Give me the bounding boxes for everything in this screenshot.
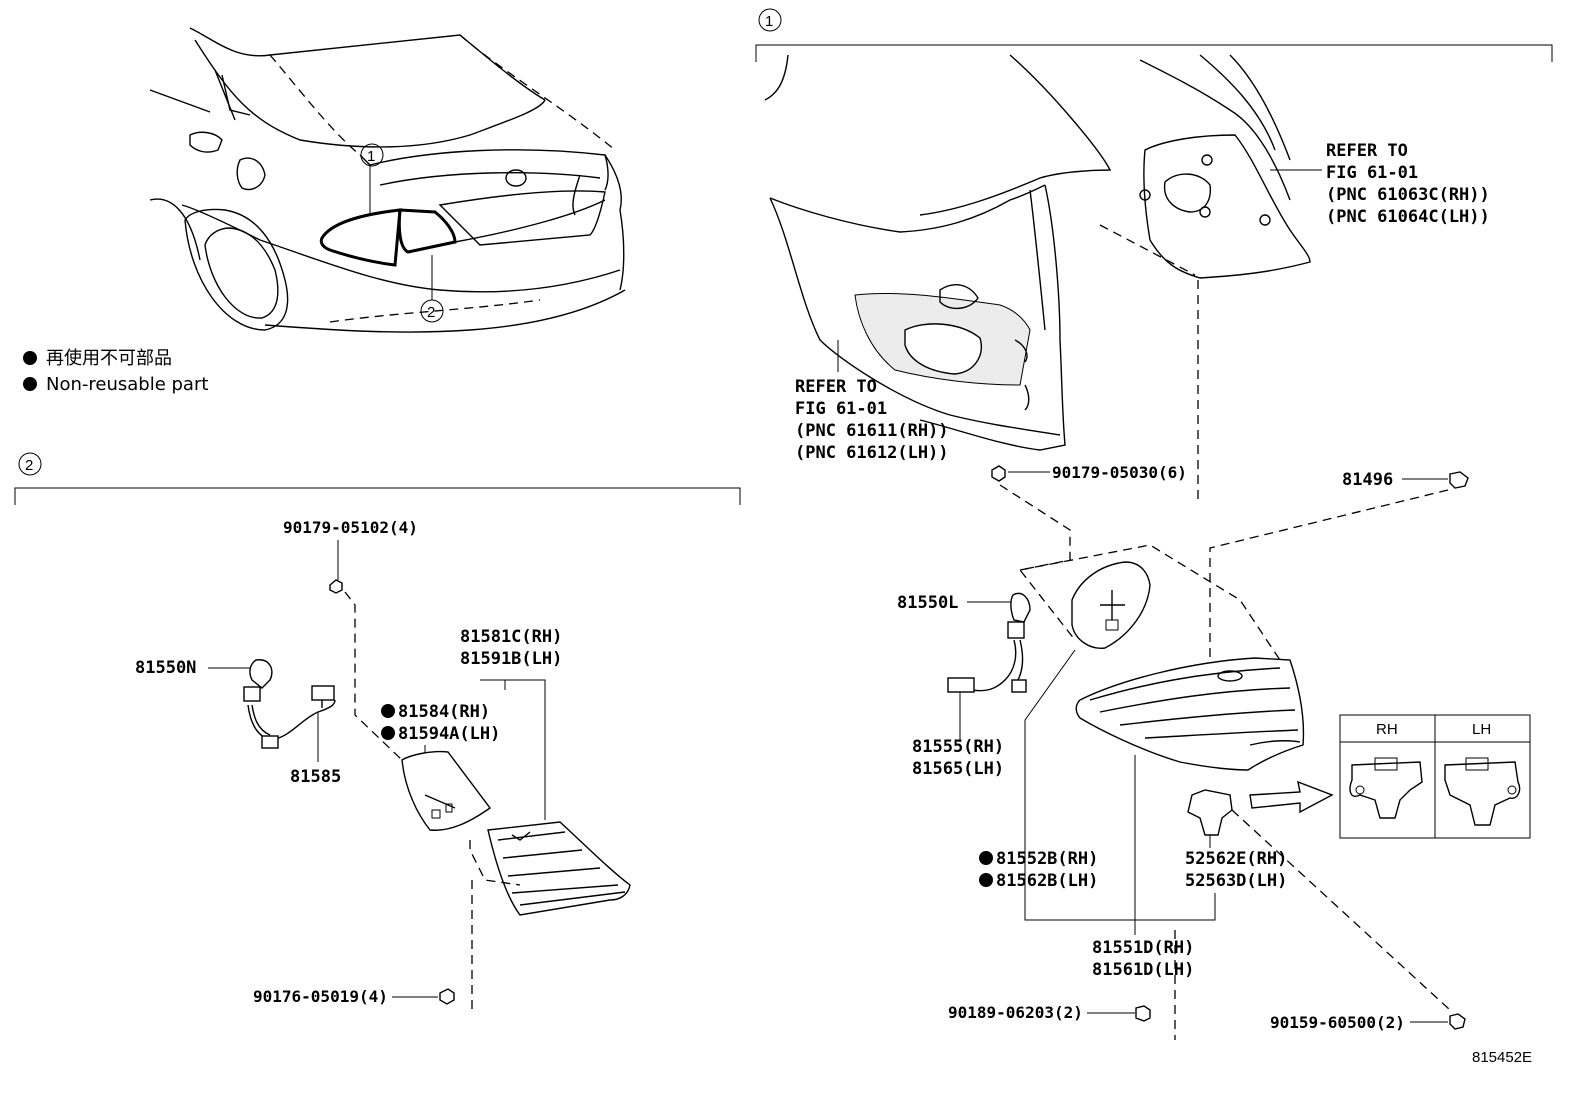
non-reusable-bullet-icon (979, 851, 993, 865)
nut-icon (329, 579, 343, 594)
refer-lower-line4: (PNC 61612(LH)) (795, 443, 949, 463)
inner-lamp-assembly (487, 821, 631, 916)
non-reusable-bullet-icon (979, 873, 993, 887)
part-81591B: 81591B(LH) (460, 649, 562, 669)
section-1-label: 1 (765, 13, 773, 30)
socket-icon (1007, 621, 1025, 639)
part-90159-60500: 90159-60500(2) (1270, 1013, 1405, 1032)
section-1-circle (758, 8, 782, 32)
section-2-circle (18, 452, 42, 476)
section-2-inner-lamp: 2 90179-05102(4) 81550N 81585 81581C(RH)… (14, 452, 741, 1015)
bolt-icon (1449, 1013, 1466, 1030)
arrow-to-detail-icon (1249, 780, 1334, 814)
part-81496: 81496 (1342, 470, 1393, 490)
refer-upper-line3: (PNC 61063C(RH)) (1326, 185, 1490, 205)
part-52562E: 52562E(RH) (1185, 849, 1287, 869)
part-90179-05102: 90179-05102(4) (283, 518, 418, 537)
outer-tail-lamp-assembly (1075, 657, 1305, 771)
part-81565: 81565(LH) (912, 759, 1004, 779)
non-reusable-bullet-icon (381, 726, 395, 740)
callout-1-label: 1 (367, 148, 375, 165)
connector-icon (311, 685, 335, 701)
inset-rh-label: RH (1376, 721, 1398, 738)
legend-english: Non-reusable part (46, 374, 208, 395)
section-2-label: 2 (25, 457, 33, 474)
refer-upper-line2: FIG 61-01 (1326, 163, 1418, 183)
connector-icon (261, 735, 279, 749)
screw-icon (439, 988, 455, 1005)
socket-icon (243, 686, 261, 702)
non-reusable-bullet-icon (381, 704, 395, 718)
figure-id: 815452E (1472, 1049, 1532, 1066)
callout-2-circle (420, 299, 444, 323)
clip-icon (1449, 471, 1469, 489)
car-rear-overview: 1 2 (149, 27, 626, 333)
refer-lower-line3: (PNC 61611(RH)) (795, 421, 949, 441)
bulb-icon (249, 659, 273, 689)
bulb-icon (1010, 592, 1031, 623)
part-81585: 81585 (290, 767, 341, 787)
part-81550L: 81550L (897, 593, 958, 613)
part-52563D: 52563D(LH) (1185, 871, 1287, 891)
inset-lh-label: LH (1472, 721, 1491, 738)
callout-1-circle (360, 143, 384, 167)
refer-upper-line1: REFER TO (1326, 141, 1408, 161)
rh-bracket-detail (1349, 761, 1423, 819)
part-81562B: 81562B(LH) (996, 871, 1098, 891)
part-81594A: 81594A(LH) (398, 724, 500, 744)
section-1-outer-lamp: 1 REFER TO FIG 61-01 (PNC 61063C(RH)) (P… (755, 8, 1553, 1040)
inner-lamp-gasket (401, 750, 491, 831)
part-81555: 81555(RH) (912, 737, 1004, 757)
quarter-inner-panel (1143, 134, 1311, 279)
refer-lower-line1: REFER TO (795, 377, 877, 397)
connector-icon (1011, 679, 1027, 693)
non-reusable-bullet-icon (23, 377, 37, 391)
legend: 再使用不可部品 Non-reusable part (23, 348, 208, 395)
part-90179-05030: 90179-05030(6) (1052, 463, 1187, 482)
panel-opening (904, 323, 982, 375)
tail-lamp-outer-highlight (319, 208, 402, 267)
part-81551D: 81551D(RH) (1092, 938, 1194, 958)
refer-upper-line4: (PNC 61064C(LH)) (1326, 207, 1490, 227)
nut-icon (991, 465, 1006, 482)
part-81581C: 81581C(RH) (460, 627, 562, 647)
part-81561D: 81561D(LH) (1092, 960, 1194, 980)
legend-japanese: 再使用不可部品 (46, 348, 172, 369)
part-90176-05019: 90176-05019(4) (253, 987, 388, 1006)
bracket-detail-inset: RH LH (1339, 714, 1531, 839)
connector-icon (947, 677, 975, 693)
lamp-bracket (1187, 789, 1233, 836)
part-90189-06203: 90189-06203(2) (948, 1003, 1083, 1022)
tail-lamp-inner-highlight (397, 208, 457, 254)
refer-lower-line2: FIG 61-01 (795, 399, 887, 419)
part-81552B: 81552B(RH) (996, 849, 1098, 869)
callout-2-label: 2 (427, 304, 435, 321)
screw-icon (1135, 1005, 1151, 1022)
non-reusable-bullet-icon (23, 351, 37, 365)
part-81584: 81584(RH) (398, 702, 490, 722)
lh-bracket-detail (1444, 761, 1521, 826)
part-81550N: 81550N (135, 658, 196, 678)
